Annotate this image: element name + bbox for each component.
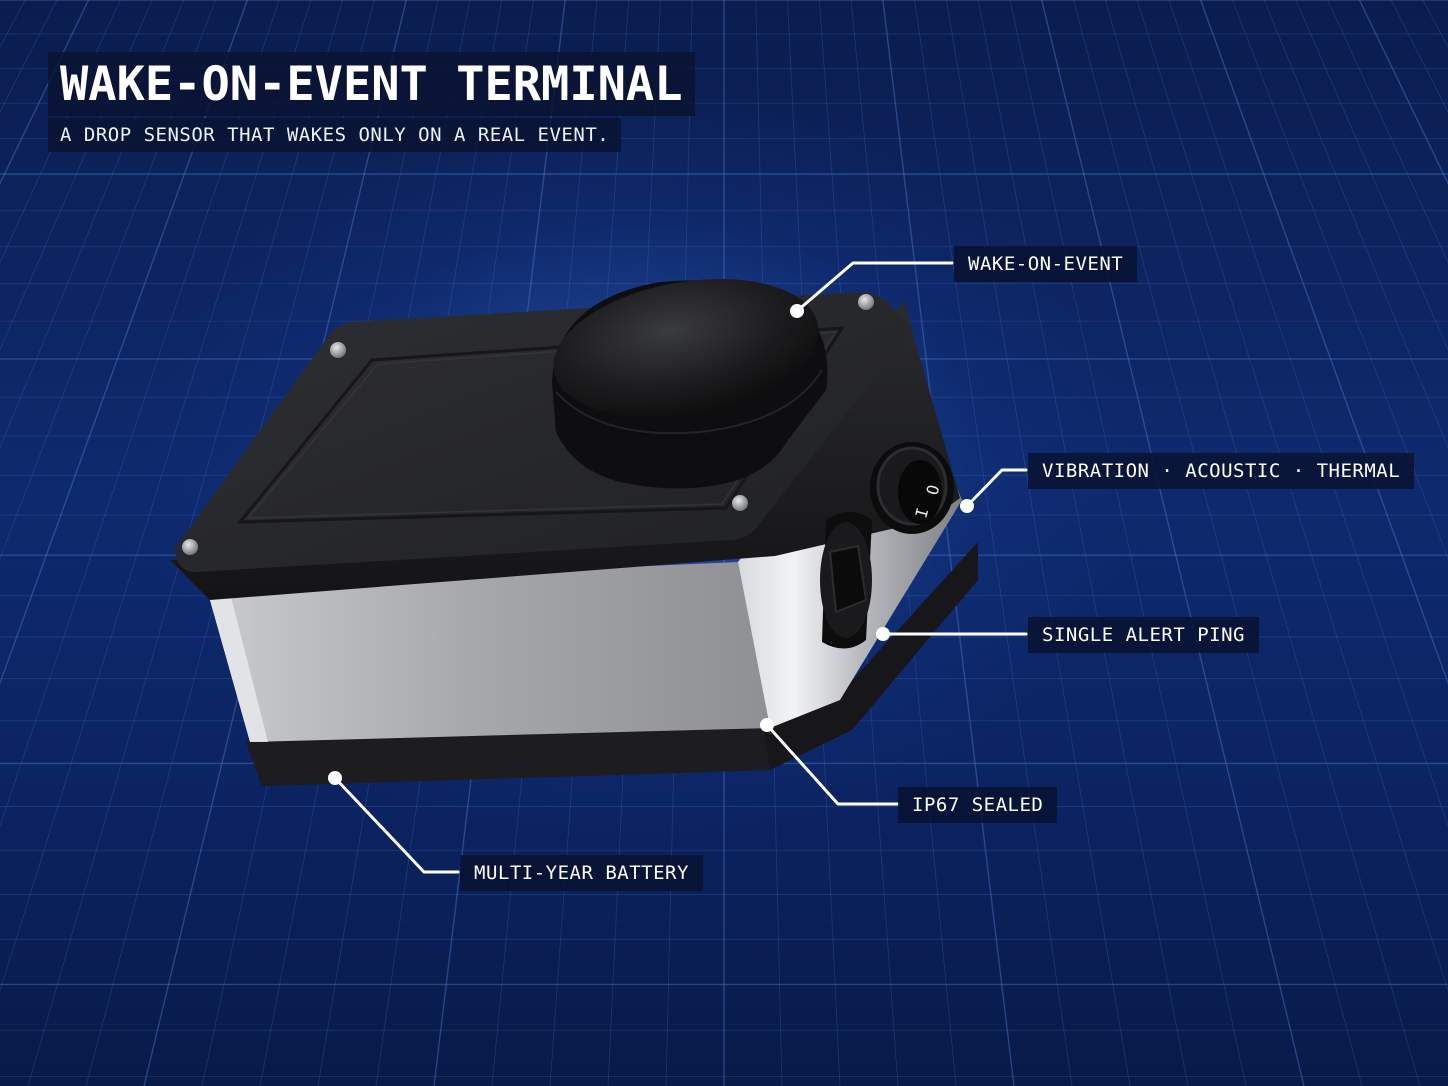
grid-line — [0, 0, 153, 351]
grid-line — [1009, 0, 1247, 1086]
grid-line — [0, 0, 90, 185]
screw — [330, 342, 346, 358]
marker-dot — [876, 627, 890, 641]
grid-line — [946, 0, 1131, 1086]
callout-sensing: VIBRATION · ACOUSTIC · THERMAL — [1028, 453, 1415, 489]
grid-line — [1041, 0, 1305, 1086]
marker-dot — [328, 771, 342, 785]
grid-line — [1073, 0, 1363, 1086]
base-band — [246, 542, 978, 786]
screw — [732, 495, 748, 511]
grid-line — [0, 0, 280, 827]
switch-off-mark: O — [923, 483, 944, 497]
screw — [182, 539, 198, 555]
power-switch: O I — [870, 442, 954, 534]
grid-line — [882, 0, 1015, 1086]
grid-line — [1295, 0, 1448, 351]
switch-on-mark: I — [912, 506, 933, 520]
grid-line — [1263, 0, 1448, 449]
callout-battery: MULTI-YEAR BATTERY — [460, 855, 703, 891]
marker-dot — [960, 499, 974, 513]
grid-line — [1104, 0, 1421, 1086]
callout-wake-on-event: WAKE-ON-EVENT — [954, 246, 1138, 282]
title-box: WAKE-ON-EVENT TERMINAL — [48, 52, 695, 116]
callout-sealed: IP67 SEALED — [898, 787, 1058, 823]
grid-line — [1358, 0, 1448, 185]
leader-sensing — [965, 468, 1028, 508]
marker-dot — [760, 718, 774, 732]
front-panel — [206, 562, 770, 742]
screw — [858, 294, 874, 310]
grid-line — [0, 0, 185, 449]
callout-alert: SINGLE ALERT PING — [1028, 617, 1259, 653]
lid-edge — [170, 300, 960, 600]
leader-battery — [333, 776, 460, 874]
grid-line — [1231, 0, 1448, 560]
grid-line — [1136, 0, 1448, 992]
subtitle-box: A DROP SENSOR THAT WAKES ONLY ON A REAL … — [48, 118, 622, 152]
grid-line — [1199, 0, 1448, 686]
grid-line — [914, 0, 1073, 1086]
leader-wake-on-event — [795, 261, 954, 313]
grid-line — [0, 0, 121, 264]
grid-line — [0, 0, 249, 686]
grid-line — [1168, 0, 1448, 827]
antenna-dome — [552, 278, 828, 489]
page-subtitle: A DROP SENSOR THAT WAKES ONLY ON A REAL … — [60, 124, 610, 146]
leader-sealed — [765, 723, 900, 806]
grid-line — [0, 0, 312, 992]
marker-dot — [790, 304, 804, 318]
sealed-port-cap — [820, 512, 872, 649]
grid-line — [1327, 0, 1448, 264]
page-title: WAKE-ON-EVENT TERMINAL — [60, 56, 683, 112]
grid-line — [977, 0, 1189, 1086]
grid-line — [0, 0, 217, 560]
